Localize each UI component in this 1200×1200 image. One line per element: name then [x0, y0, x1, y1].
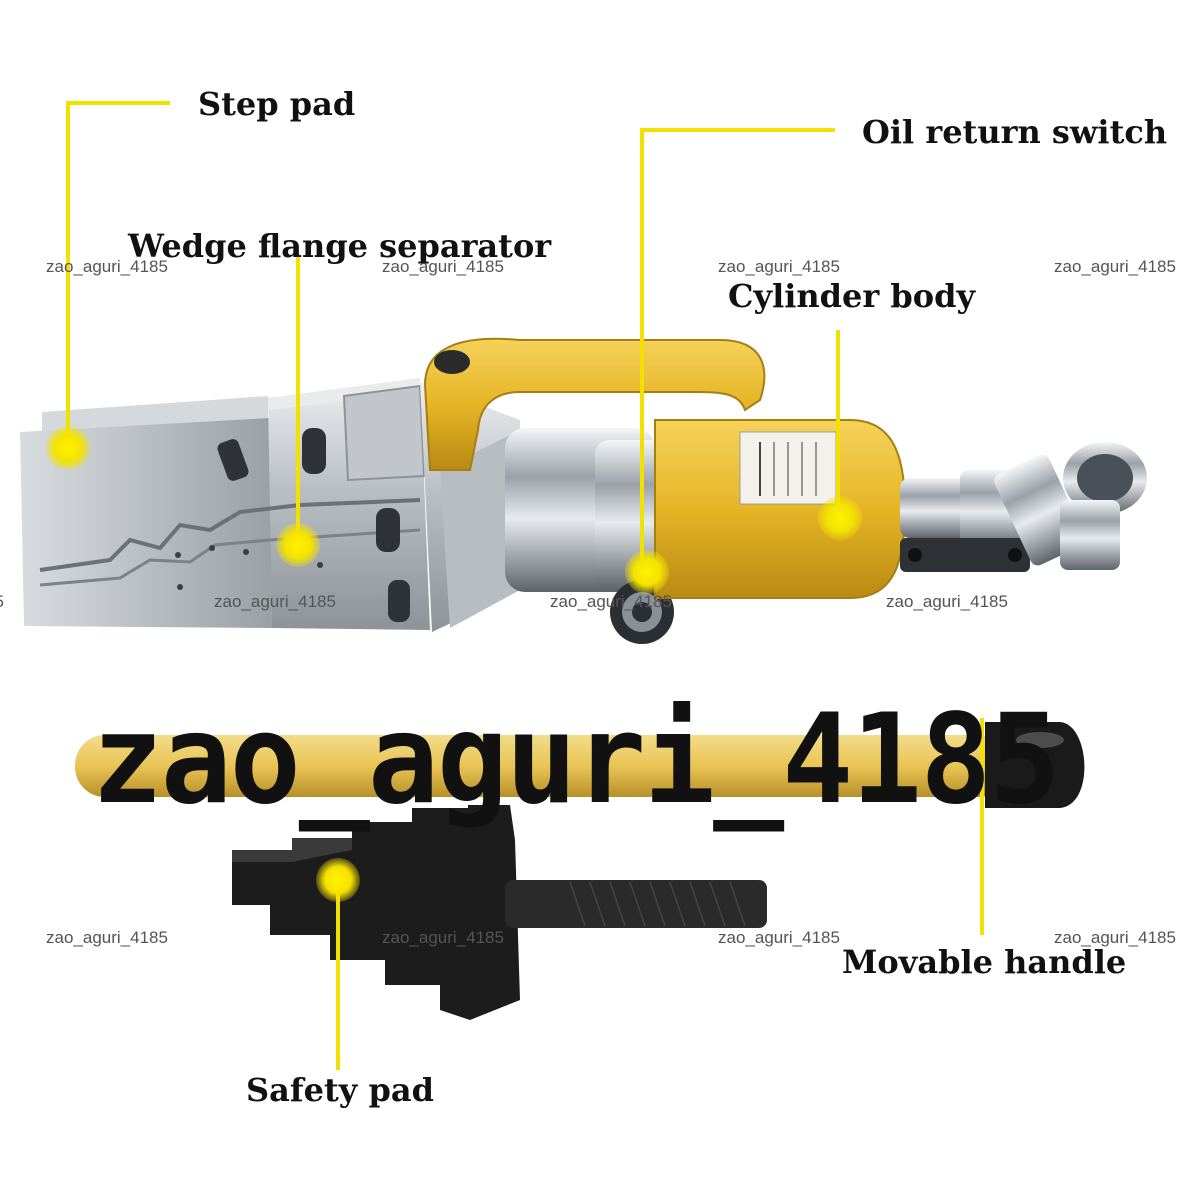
watermark: zao_aguri_4185 — [1054, 257, 1176, 276]
movable-handle-rod — [75, 722, 1085, 808]
label-oil-return-switch: Oil return switch — [862, 113, 1168, 151]
dot-safety-pad — [316, 858, 360, 902]
leader-oil-return — [640, 128, 835, 572]
large-watermark: zao_aguri_4185 — [91, 686, 1061, 832]
label-movable-handle: Movable handle — [842, 943, 1127, 981]
watermark: zao_aguri_4185 — [382, 928, 504, 947]
watermark: zao_aguri_4185 — [0, 593, 4, 610]
watermark: zao_aguri_4185 — [718, 257, 840, 276]
watermark: zao_aguri_4185 — [718, 928, 840, 947]
label-cylinder-body: Cylinder body — [728, 277, 976, 315]
label-wedge-flange-separator: Wedge flange separator — [128, 227, 552, 265]
dot-cylinder — [818, 496, 862, 540]
dot-step-pad — [46, 426, 90, 470]
watermark: zao_aguri_4185 — [382, 257, 504, 276]
leader-step-pad — [66, 101, 170, 448]
callout-dots — [46, 426, 862, 902]
pump-coupling — [900, 442, 1147, 572]
watermark: zao_aguri_4185 — [886, 592, 1008, 611]
watermark: zao_aguri_4185 — [214, 592, 336, 611]
watermark: zao_aguri_4185 — [46, 257, 168, 276]
callout-lines — [66, 101, 984, 1070]
carry-handle — [423, 337, 766, 471]
label-step-pad: Step pad — [198, 85, 356, 123]
label-safety-pad: Safety pad — [246, 1071, 434, 1109]
wedge-head — [20, 378, 430, 630]
safety-pad-part — [232, 805, 767, 1020]
watermark: zao_aguri_4185 — [1054, 928, 1176, 947]
dot-wedge — [276, 523, 320, 567]
watermark: zao_aguri_4185 — [46, 928, 168, 947]
cylinder — [654, 419, 907, 599]
watermark: zao_aguri_4185 — [550, 592, 672, 611]
dot-oil-return — [625, 550, 669, 594]
